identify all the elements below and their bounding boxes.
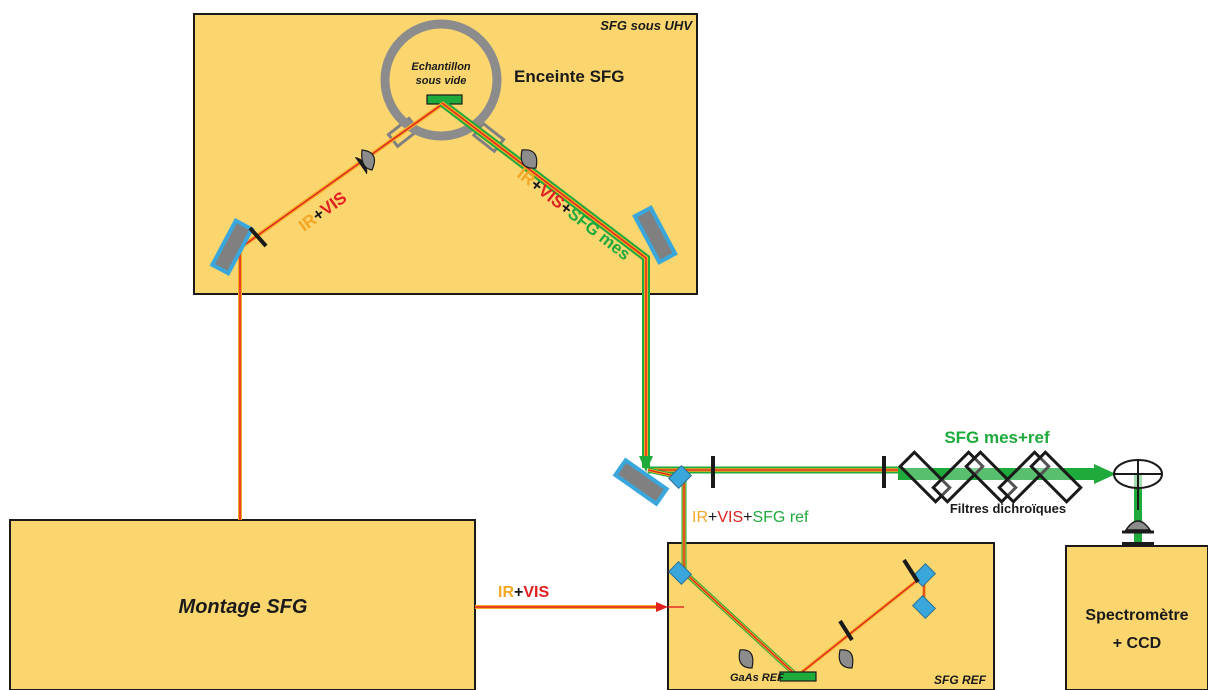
beam-setup-output xyxy=(475,571,931,678)
mirror-uhv-right xyxy=(632,205,678,265)
sample-label-2: sous vide xyxy=(416,75,467,87)
plus-text: + xyxy=(514,584,523,601)
chamber-label: Enceinte SFG xyxy=(514,67,625,86)
setup-box xyxy=(9,519,476,690)
ref-box xyxy=(667,542,995,690)
spectro-coupling xyxy=(1113,459,1163,546)
beam-label-setup-out: IR+VIS xyxy=(498,584,549,601)
beam-label-to-ref: IR+VIS+SFG ref xyxy=(692,509,809,526)
iris-ref-2 xyxy=(902,558,920,584)
beam-arrow-ref xyxy=(656,602,668,612)
ir-text: IR xyxy=(498,584,514,601)
lens-ref-right xyxy=(838,649,854,669)
ref-box-label: SFG REF xyxy=(934,673,987,687)
lens-uhv-right xyxy=(520,149,538,169)
vis-text: VIS xyxy=(717,509,743,526)
beam-arrow-right xyxy=(1094,464,1116,484)
lens-ref-left xyxy=(738,649,754,669)
sfg-mes-ref-label: SFG mes+ref xyxy=(944,428,1050,447)
coupling-lens-2 xyxy=(1124,520,1152,531)
mirror-main xyxy=(612,457,670,507)
iris-uhv-left xyxy=(248,226,268,248)
beam-uhv-output xyxy=(439,99,653,472)
mirror-uhv-left xyxy=(209,217,255,277)
lens-uhv-left-shape xyxy=(361,149,375,171)
sample-label-1: Echantillon xyxy=(411,61,471,73)
spectro-label-1: Spectromètre xyxy=(1085,607,1188,624)
setup-box-label: Montage SFG xyxy=(179,596,308,618)
iris-ref-1 xyxy=(838,619,854,642)
sfg-text: SFG ref xyxy=(752,509,809,526)
mirror-small-4 xyxy=(911,594,937,620)
beam-arrow-down xyxy=(639,456,653,472)
spectro-label-2: + CCD xyxy=(1113,635,1161,652)
uhv-box xyxy=(193,13,698,295)
plus-text-2: + xyxy=(743,509,752,526)
beam-to-spectrometer xyxy=(648,464,1116,484)
gaas-label: GaAs REF xyxy=(730,672,784,684)
filters-label: Filtres dichroïques xyxy=(950,501,1066,516)
beam-uhv-input xyxy=(238,101,446,520)
mirror-small-2 xyxy=(667,560,693,586)
spectro-box xyxy=(1065,545,1208,690)
vis-text: VIS xyxy=(523,584,549,601)
plus-text: + xyxy=(708,509,717,526)
beam-ref-path xyxy=(647,467,799,678)
mirror-small-1 xyxy=(667,464,693,490)
uhv-box-label: SFG sous UHV xyxy=(600,18,693,33)
chamber-ring xyxy=(380,19,502,141)
ir-text: IR xyxy=(692,509,708,526)
dichroic-filters xyxy=(898,450,1083,504)
gaas-ref-sample xyxy=(779,671,817,682)
